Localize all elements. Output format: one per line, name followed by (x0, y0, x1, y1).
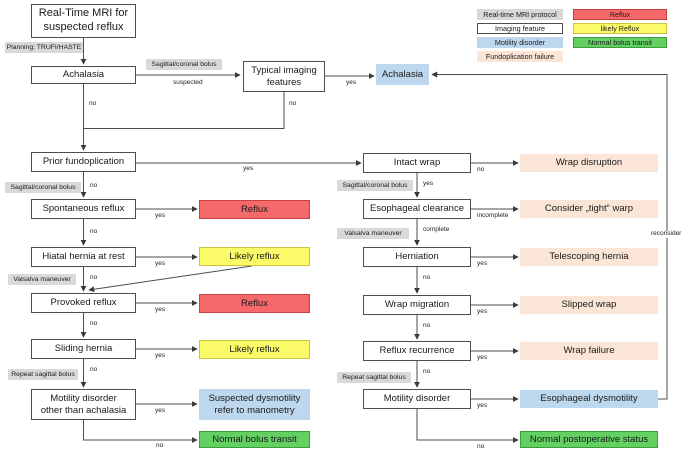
edge-label-no: no (156, 442, 164, 449)
edge-label-yes: yes (423, 180, 434, 187)
node-likely-reflux-2: Likely reflux (199, 340, 310, 359)
edge-label-yes: yes (155, 352, 166, 359)
edge-label-no: no (90, 182, 98, 189)
protocol-label-repeat-sagittal-right: Repeat sagittal bolus (337, 372, 411, 383)
node-hiatal-hernia-at-rest: Hiatal hernia at rest (31, 247, 136, 267)
node-intact-wrap: Intact wrap (363, 153, 471, 173)
node-esophageal-dysmotility: Esophageal dysmotility (520, 390, 658, 408)
node-typical-imaging-features: Typical imaging features (243, 61, 325, 92)
node-herniation: Herniation (363, 247, 471, 267)
node-achalasia: Achalasia (31, 66, 136, 84)
node-prior-fundoplication: Prior fundoplication (31, 152, 136, 172)
edge-label-yes: yes (477, 308, 488, 315)
node-suspected-dysmotility: Suspected dysmotility refer to manometry (199, 389, 310, 420)
legend-chip-motility-disorder: Motility disorder (477, 37, 563, 48)
protocol-label-planning: Planning: TRUFI/HASTE (5, 42, 83, 53)
node-spontaneous-reflux: Spontaneous reflux (31, 199, 136, 219)
legend-chip-fundoplication-failure: Fundoplication failure (477, 51, 563, 62)
edge-label-reconsider: reconsider (650, 230, 683, 238)
edge-label-no: no (423, 368, 431, 375)
edge-label-no: no (90, 366, 98, 373)
protocol-label-sagittal-coronal-left: Sagittal/coronal bolus (5, 182, 81, 193)
node-slipped-wrap: Slipped wrap (520, 296, 658, 314)
node-wrap-disruption: Wrap disruption (520, 154, 658, 172)
edge-label-incomplete: incomplete (477, 212, 509, 219)
node-realtime-mri-title: Real-Time MRI for suspected reflux (31, 4, 136, 38)
node-consider-tight-wrap: Consider „tight“ warp (520, 200, 658, 218)
edge-label-yes: yes (155, 212, 166, 219)
edge-label-no: no (477, 166, 485, 173)
node-likely-reflux-1: Likely reflux (199, 247, 310, 266)
node-provoked-reflux: Provoked reflux (31, 293, 136, 313)
edge-label-yes: yes (155, 407, 166, 414)
protocol-label-valsalva-right: Valsalva maneuver (337, 228, 409, 239)
node-wrap-failure: Wrap failure (520, 342, 658, 360)
legend-chip-normal-bolus: Normal bolus transit (573, 37, 667, 48)
node-reflux-recurrence: Reflux recurrence (363, 341, 471, 361)
edge-label-no: no (289, 100, 297, 107)
edge-label-complete: complete (423, 226, 450, 233)
node-normal-bolus-transit: Normal bolus transit (199, 431, 310, 448)
node-motility-disorder: Motility disorder (363, 389, 471, 409)
edge-label-no: no (90, 274, 98, 281)
node-reflux-2: Reflux (199, 294, 310, 313)
edge-label-no: no (90, 228, 98, 235)
node-sliding-hernia: Sliding hernia (31, 339, 136, 359)
edge-label-yes: yes (477, 260, 488, 267)
edge-label-no: no (89, 100, 97, 107)
legend-chip-reflux: Reflux (573, 9, 667, 20)
edge-label-yes: yes (477, 354, 488, 361)
node-normal-postoperative-status: Normal postoperative status (520, 431, 658, 448)
edge-label-yes: yes (155, 260, 166, 267)
protocol-label-valsalva-left: Valsalva maneuver (8, 274, 76, 285)
edge-label-no: no (477, 443, 485, 450)
edge-label-suspected: suspected (173, 79, 203, 86)
edge-label-yes: yes (346, 79, 357, 86)
edge-label-no: no (423, 274, 431, 281)
edge-label-yes: yes (477, 402, 488, 409)
edge-label-yes: yes (155, 306, 166, 313)
edge-label-no: no (423, 322, 431, 329)
node-motility-disorder-other: Motility disorder other than achalasia (31, 389, 136, 420)
legend-chip-imaging-feature: Imaging feature (477, 23, 563, 34)
protocol-label-repeat-sagittal-left: Repeat sagittal bolus (8, 369, 78, 380)
legend-chip-likely-reflux: likely Reflux (573, 23, 667, 34)
edge-label-yes: yes (243, 165, 254, 172)
node-achalasia-result: Achalasia (376, 64, 429, 85)
edge-label-no: no (90, 320, 98, 327)
node-telescoping-hernia: Telescoping hernia (520, 248, 658, 266)
node-reflux-1: Reflux (199, 200, 310, 219)
node-esophageal-clearance: Esophageal clearance (363, 199, 471, 219)
node-wrap-migration: Wrap migration (363, 295, 471, 315)
protocol-label-sagittal-coronal-top: Sagittal/coronal bolus (146, 59, 222, 70)
protocol-label-sagittal-coronal-right: Sagittal/coronal bolus (337, 180, 413, 191)
legend-chip-protocol: Real-time MRI protocol (477, 9, 563, 20)
